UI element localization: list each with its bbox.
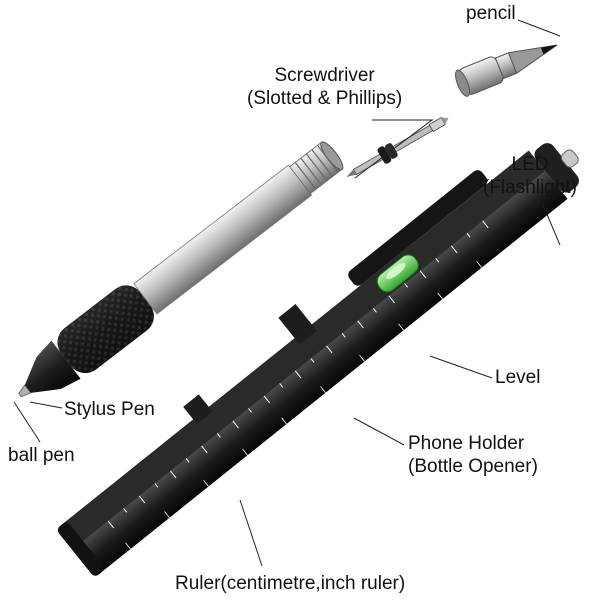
- label-phone-holder-title: Phone Holder: [408, 433, 525, 454]
- label-level: Level: [495, 367, 541, 388]
- label-screwdriver: Screwdriver (Slotted & Phillips): [247, 64, 402, 110]
- ballpen-leader: [13, 401, 41, 443]
- ruler-leader: [239, 499, 263, 567]
- label-phone-holder: Phone Holder (Bottle Opener): [408, 432, 538, 478]
- label-phone-holder-detail: (Bottle Opener): [408, 456, 538, 477]
- led-leader: [542, 204, 561, 246]
- label-stylus-pen: Stylus Pen: [64, 399, 155, 420]
- pencil-leader: [517, 19, 561, 37]
- pencil-tip: [455, 44, 558, 97]
- holder-leader: [353, 417, 405, 446]
- label-led-detail: (Flashlight): [483, 177, 577, 198]
- screwdriver-bit: [346, 116, 449, 177]
- label-ruler: Ruler(centimetre,inch ruler): [175, 573, 406, 594]
- label-pencil: pencil: [466, 3, 516, 24]
- label-screwdriver-detail: (Slotted & Phillips): [247, 88, 403, 109]
- stylus-pen: [18, 141, 344, 398]
- label-led: LED (Flashlight): [483, 153, 577, 199]
- ruler-body: [57, 143, 579, 576]
- screwdriver-leader: [354, 119, 434, 179]
- label-led-title: LED: [511, 154, 549, 175]
- label-ball-pen: ball pen: [8, 445, 75, 466]
- level-leader: [429, 355, 493, 379]
- label-screwdriver-title: Screwdriver: [274, 65, 375, 86]
- leader-lines: [13, 19, 561, 567]
- stylus-leader: [29, 401, 63, 409]
